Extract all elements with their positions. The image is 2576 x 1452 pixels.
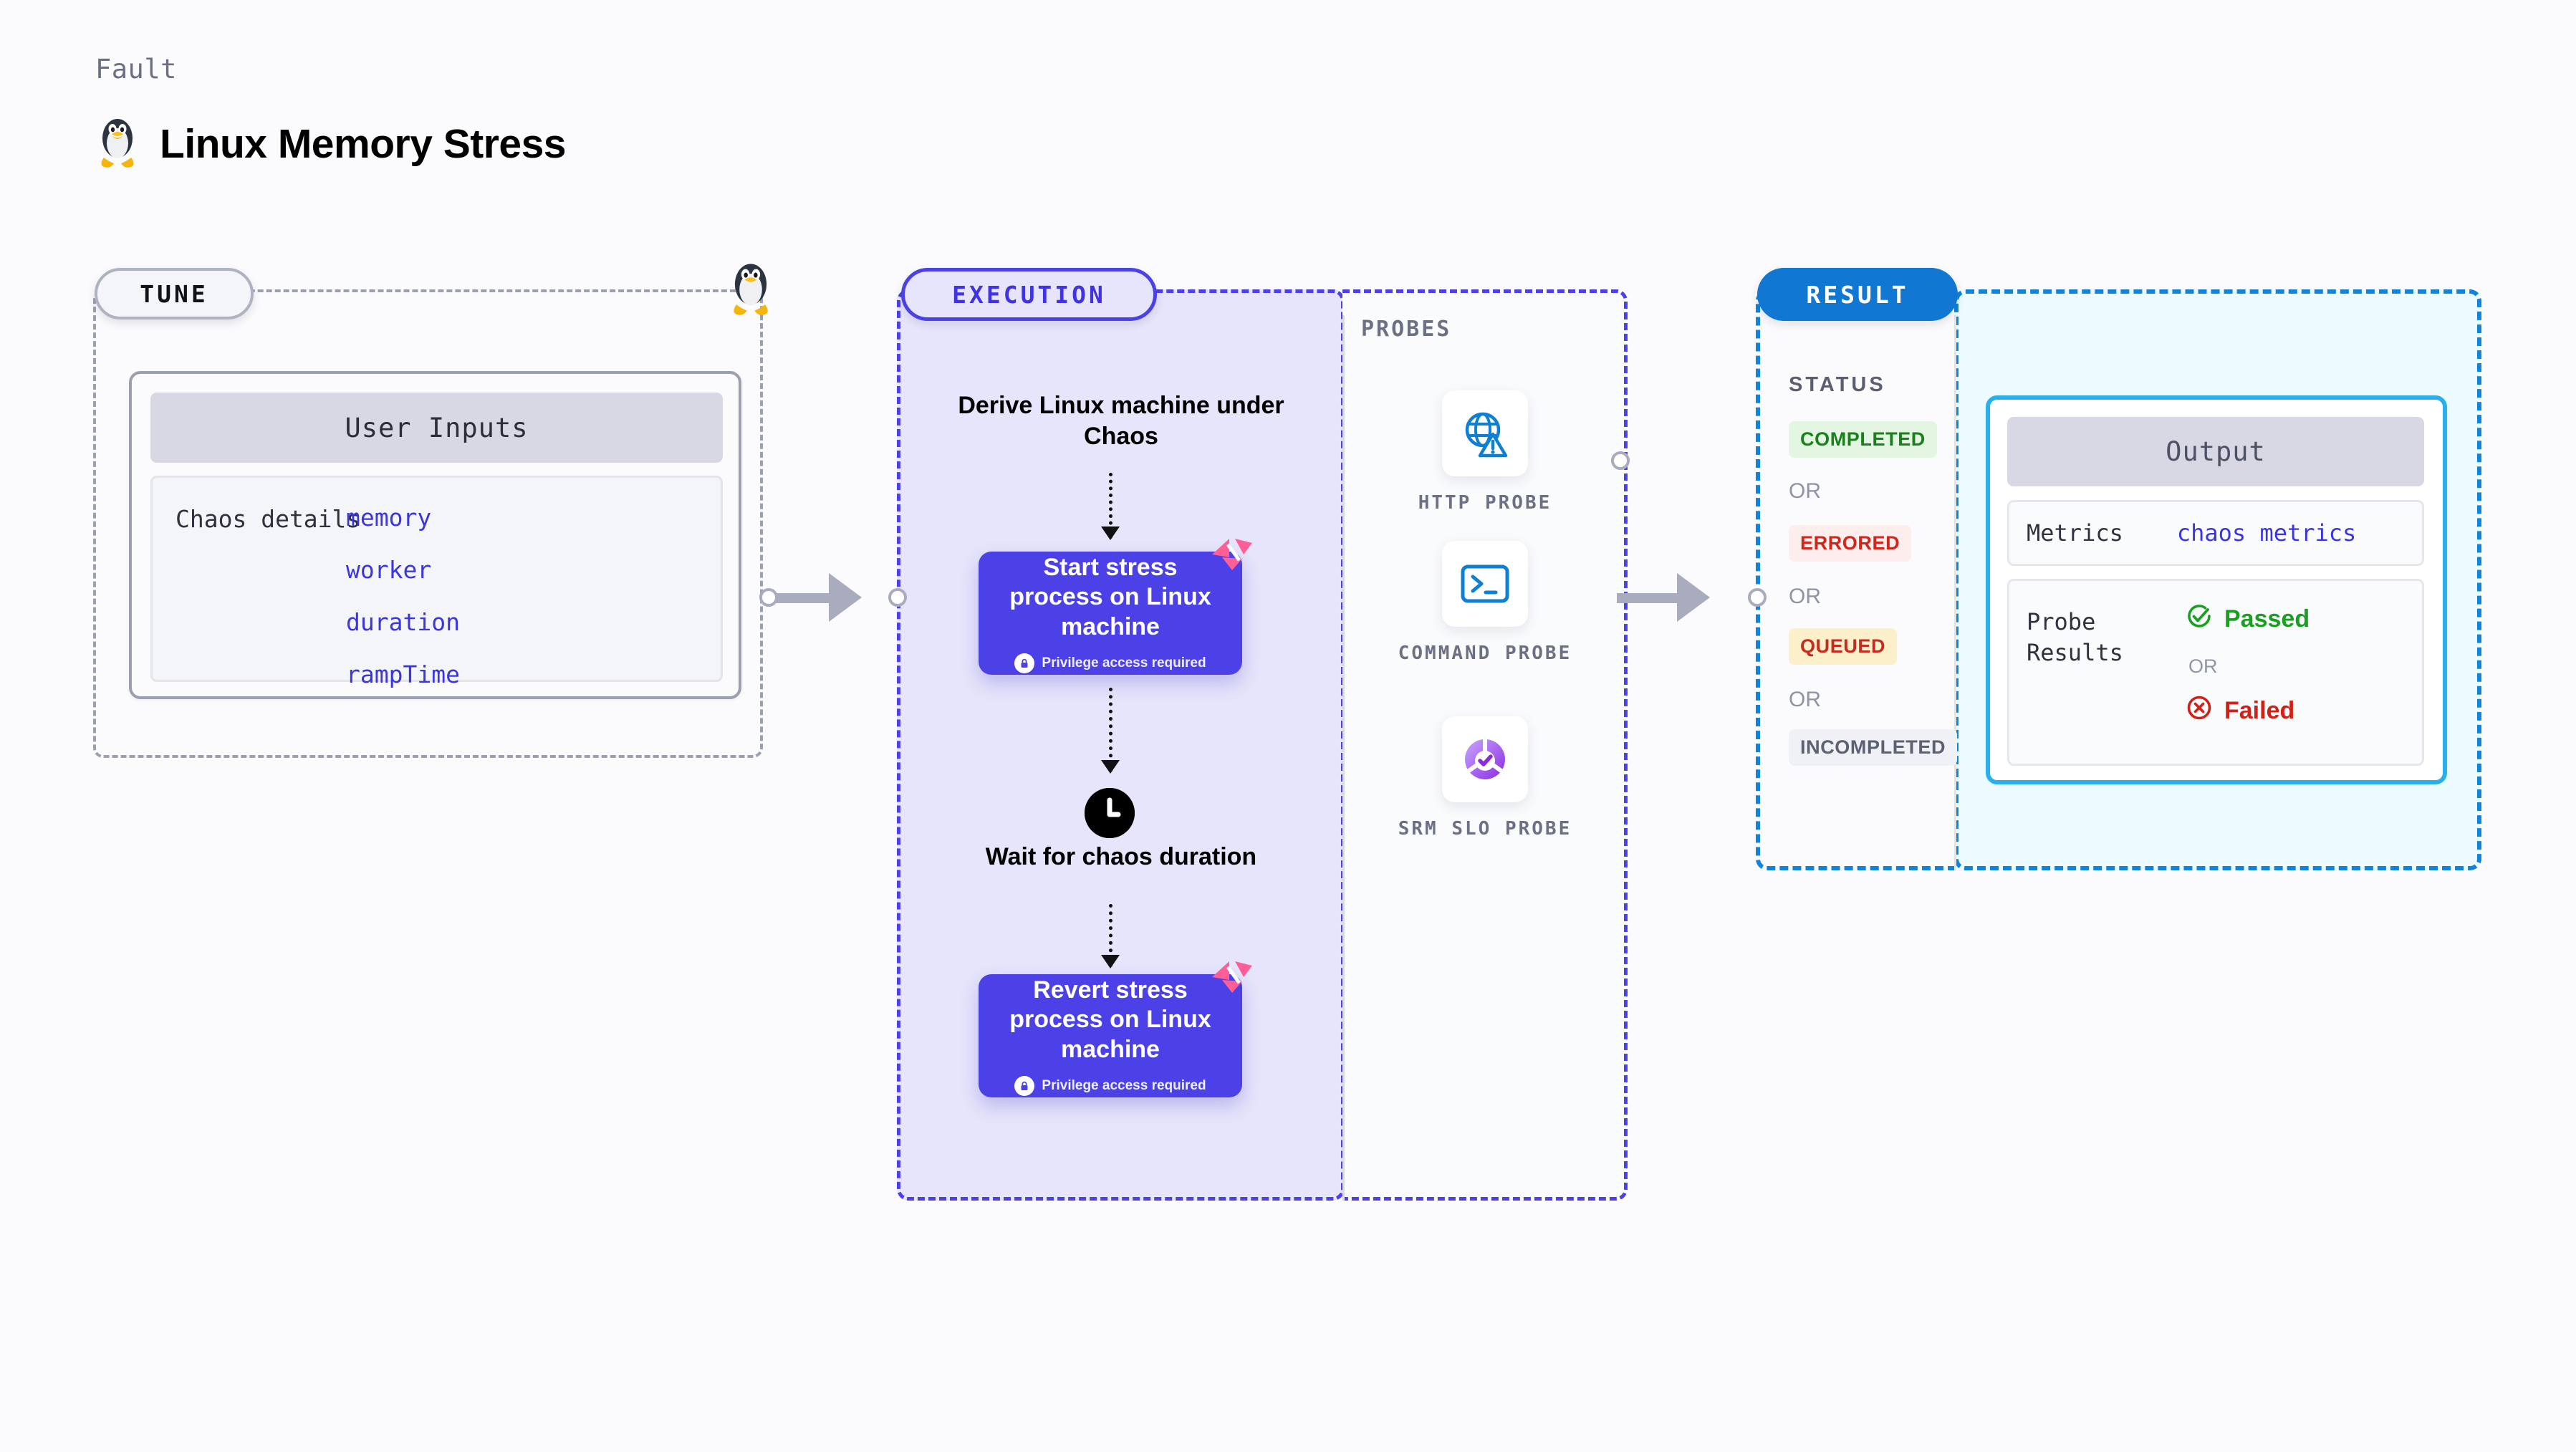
connector-dot-execution-in bbox=[888, 588, 907, 607]
probe-label-command: COMMAND PROBE bbox=[1398, 643, 1572, 664]
linux-penguin-icon-small bbox=[727, 259, 774, 317]
clock-icon bbox=[1085, 788, 1135, 838]
start-stress-card-title: Start stress process on Linux machine bbox=[1009, 553, 1211, 640]
status-or-3: OR bbox=[1789, 688, 1821, 711]
x-circle-icon bbox=[2186, 694, 2213, 728]
lock-icon bbox=[1014, 653, 1035, 674]
user-inputs-body: Chaos details memory worker duration ram… bbox=[150, 476, 723, 688]
derive-node-label: Derive Linux machine under Chaos bbox=[958, 392, 1284, 450]
slo-check-icon bbox=[1442, 716, 1528, 802]
status-badge-queued: QUEUED bbox=[1789, 628, 1898, 665]
arrow-start-to-wait bbox=[1101, 688, 1120, 774]
probe-label-srm-slo: SRM SLO PROBE bbox=[1398, 818, 1572, 840]
connector-dot-probes-out bbox=[1611, 451, 1630, 470]
wait-node-label: Wait for chaos duration bbox=[985, 843, 1257, 870]
harness-logo-icon bbox=[1211, 536, 1254, 573]
probe-result-failed-label: Failed bbox=[2224, 697, 2295, 724]
harness-logo-icon bbox=[1211, 958, 1254, 996]
probe-result-passed-label: Passed bbox=[2224, 605, 2310, 633]
probe-item-srm-slo[interactable]: SRM SLO PROBE bbox=[1374, 716, 1596, 842]
flow-arrow-tune-to-execution bbox=[769, 573, 862, 622]
output-header: Output bbox=[2007, 417, 2424, 486]
input-memory: memory bbox=[346, 504, 432, 532]
terminal-icon bbox=[1442, 541, 1528, 627]
result-label: RESULT bbox=[1757, 268, 1958, 321]
check-circle-icon bbox=[2186, 602, 2213, 636]
revert-stress-card-title: Revert stress process on Linux machine bbox=[1009, 976, 1211, 1063]
revert-stress-card[interactable]: Revert stress process on Linux machine P… bbox=[979, 961, 1252, 1097]
input-worker: worker bbox=[346, 556, 432, 584]
probe-result-failed: Failed bbox=[2186, 694, 2294, 728]
chaos-details-values: memory worker duration rampTime bbox=[346, 504, 460, 688]
flow-arrow-execution-to-result bbox=[1617, 573, 1710, 622]
probes-title: PROBES bbox=[1361, 317, 1452, 342]
input-duration: duration bbox=[346, 608, 460, 636]
metrics-value: chaos metrics bbox=[2176, 519, 2357, 547]
metrics-row: Metrics chaos metrics bbox=[2007, 500, 2424, 566]
arrow-wait-to-revert bbox=[1101, 904, 1120, 968]
probe-result-or: OR bbox=[2188, 655, 2218, 677]
probe-item-command[interactable]: COMMAND PROBE bbox=[1374, 541, 1596, 666]
connector-dot-result-in bbox=[1748, 588, 1767, 607]
status-or-2: OR bbox=[1789, 585, 1821, 608]
result-divider bbox=[1954, 315, 1956, 870]
result-panel bbox=[1756, 289, 1955, 870]
fault-kicker-label: Fault bbox=[95, 54, 177, 85]
user-inputs-card: User Inputs Chaos details memory worker … bbox=[129, 371, 741, 699]
page-title: Linux Memory Stress bbox=[160, 120, 567, 167]
linux-penguin-icon bbox=[95, 115, 140, 173]
fault-title-row: Linux Memory Stress bbox=[95, 115, 567, 173]
revert-privilege-text: Privilege access required bbox=[1042, 1078, 1206, 1094]
chaos-details-label: Chaos details bbox=[176, 505, 361, 533]
connector-dot-tune bbox=[759, 588, 778, 607]
execution-label: EXECUTION bbox=[901, 268, 1157, 321]
lock-icon bbox=[1014, 1076, 1035, 1097]
status-title: STATUS bbox=[1789, 373, 1886, 396]
probes-divider bbox=[1342, 315, 1345, 1201]
probe-item-http[interactable]: HTTP PROBE bbox=[1374, 390, 1596, 516]
start-stress-card[interactable]: Start stress process on Linux machine Pr… bbox=[979, 539, 1252, 675]
revert-stress-privilege-note: Privilege access required bbox=[1014, 1076, 1206, 1097]
status-badge-incompleted: INCOMPLETED bbox=[1789, 729, 1958, 766]
tune-panel bbox=[93, 289, 763, 758]
tune-label: TUNE bbox=[95, 268, 254, 319]
probe-label-http: HTTP PROBE bbox=[1418, 492, 1552, 514]
input-ramptime: rampTime bbox=[346, 660, 460, 688]
user-inputs-header: User Inputs bbox=[150, 393, 723, 463]
arrow-derive-to-start bbox=[1101, 473, 1120, 540]
start-stress-privilege-note: Privilege access required bbox=[1014, 653, 1206, 674]
probe-result-passed: Passed bbox=[2186, 602, 2310, 636]
status-badge-completed: COMPLETED bbox=[1789, 421, 1937, 458]
globe-warning-icon bbox=[1442, 390, 1528, 476]
status-or-1: OR bbox=[1789, 479, 1821, 503]
metrics-label: Metrics bbox=[2027, 519, 2123, 547]
start-privilege-text: Privilege access required bbox=[1042, 655, 1206, 671]
status-badge-errored: ERRORED bbox=[1789, 525, 1912, 562]
